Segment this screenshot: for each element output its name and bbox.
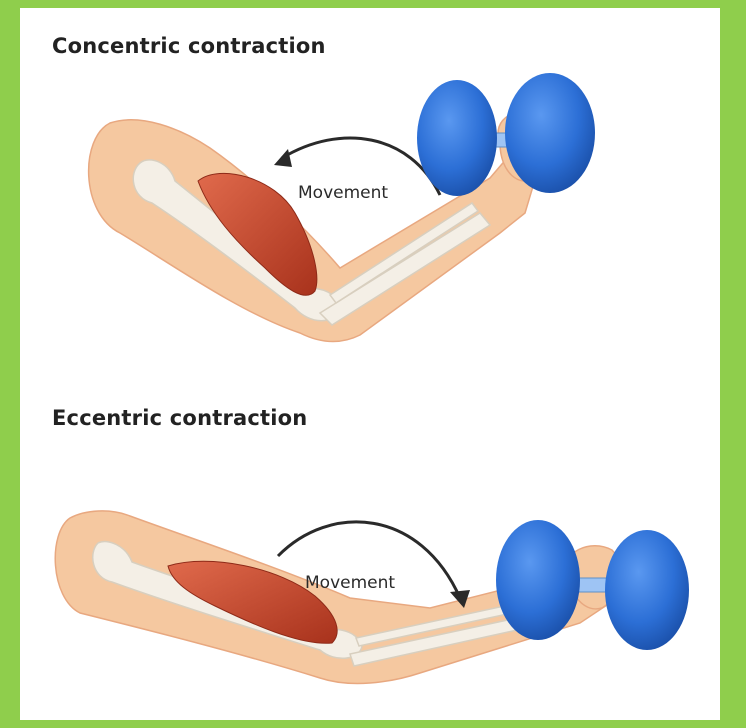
eccentric-arm-illustration: Movement bbox=[20, 478, 720, 718]
eccentric-movement-label: Movement bbox=[305, 573, 395, 593]
concentric-arm-illustration: Movement bbox=[20, 63, 720, 383]
diagram-frame: Concentric contraction bbox=[20, 8, 720, 720]
concentric-title: Concentric contraction bbox=[52, 34, 326, 58]
dumbbell-icon bbox=[496, 520, 689, 650]
eccentric-title: Eccentric contraction bbox=[52, 406, 307, 430]
concentric-movement-label: Movement bbox=[298, 183, 388, 203]
